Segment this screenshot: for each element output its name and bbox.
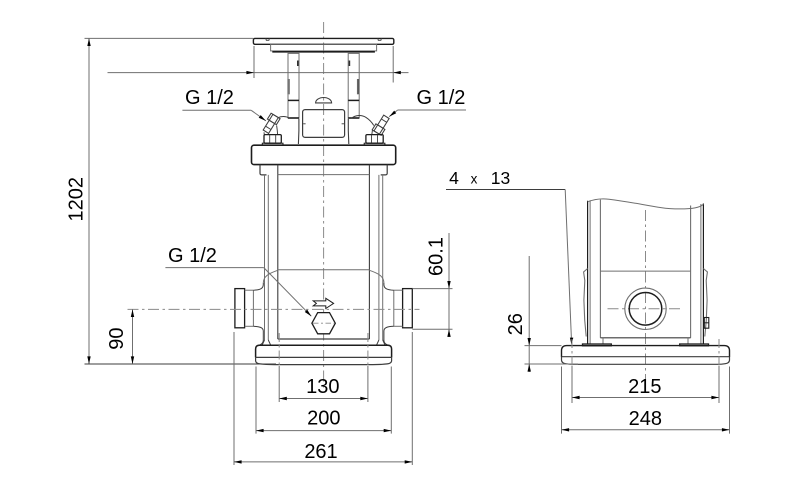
svg-text:248: 248 bbox=[629, 408, 662, 430]
svg-text:26: 26 bbox=[505, 313, 527, 335]
svg-text:90: 90 bbox=[106, 327, 128, 349]
svg-text:G 1/2: G 1/2 bbox=[168, 245, 217, 267]
svg-text:4: 4 bbox=[449, 168, 459, 188]
svg-text:215: 215 bbox=[628, 376, 661, 398]
svg-text:60.1: 60.1 bbox=[425, 237, 447, 276]
svg-text:130: 130 bbox=[306, 376, 339, 398]
svg-text:1202: 1202 bbox=[65, 177, 87, 222]
svg-text:200: 200 bbox=[307, 408, 340, 430]
svg-text:261: 261 bbox=[304, 441, 337, 463]
svg-text:13: 13 bbox=[491, 168, 510, 188]
svg-text:G 1/2: G 1/2 bbox=[185, 87, 234, 109]
svg-text:G 1/2: G 1/2 bbox=[417, 87, 466, 109]
svg-text:x: x bbox=[471, 172, 478, 187]
